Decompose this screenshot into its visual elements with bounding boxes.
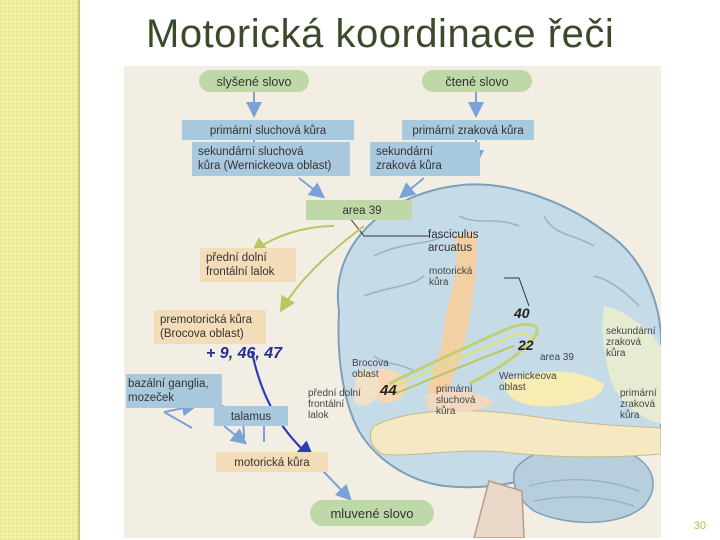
primary-visual-brain-label-1: primární (620, 388, 657, 399)
thalamus-label: talamus (231, 411, 272, 423)
motor-cortex-band (427, 231, 477, 397)
prefrontal-brain-label-2: frontální (308, 399, 344, 410)
fasciculus-label-2: arcuatus (428, 242, 472, 254)
premotor-box (154, 310, 266, 344)
primary-visual-label: primární zraková kůra (412, 125, 524, 137)
area39-label: area 39 (342, 205, 381, 217)
handwritten-40: 40 (513, 305, 530, 321)
secondary-visual-label-1: sekundární (376, 146, 434, 158)
brainstem (473, 480, 525, 538)
primary-auditory-region (424, 390, 494, 412)
basal-ganglia-label-2: mozeček (128, 392, 174, 404)
page-number: 30 (693, 520, 706, 532)
handwritten-22: 22 (517, 337, 534, 353)
motor-cortex-brain-label-2: kůra (429, 276, 449, 288)
premotor-label-1: premotorická kůra (160, 314, 253, 326)
primary-auditory-brain-label-1: primární (436, 384, 473, 395)
secondary-auditory-box (192, 142, 350, 176)
motor-cortex-label: motorická kůra (234, 457, 310, 469)
handwritten-arrow (250, 351, 316, 461)
primary-visual-brain-label-3: kůra (620, 409, 640, 421)
thalamus-box (214, 406, 288, 426)
broca-region (369, 368, 407, 403)
spoken-word-box (310, 500, 434, 526)
area39-to-prefrontal-arrow (250, 225, 335, 254)
area39-to-premotor-arrow (279, 225, 365, 313)
handwritten-areas: + 9, 46, 47 (206, 345, 283, 362)
fasciculus-pointer (504, 277, 530, 307)
secondary-auditory-label-2: kůra (Wernickeova oblast) (198, 160, 332, 172)
handwritten-44: 44 (379, 382, 397, 399)
wernicke-region (504, 371, 604, 407)
primary-auditory-label: primární sluchová kůra (210, 125, 327, 137)
heard-word-label: slyšené slovo (216, 75, 291, 89)
fasciculus-arcuatus-tract (388, 322, 539, 386)
broca-label-1: Brocova (352, 358, 389, 369)
primary-auditory-brain-label-3: kůra (436, 405, 456, 417)
speech-diagram: slyšené slovo čtené slovo primární sluch… (126, 70, 661, 538)
flow-boxes: slyšené slovo čtené slovo primární sluch… (126, 70, 534, 526)
prefrontal-brain-label-3: lalok (308, 410, 330, 421)
area39-brain-label: area 39 (540, 352, 574, 363)
brain-illustration (336, 183, 661, 538)
prefrontal-brain-label-1: přední dolní (308, 388, 361, 399)
primary-auditory-brain-label-2: sluchová (436, 395, 476, 406)
primary-visual-box (402, 120, 534, 140)
heard-word-box (199, 70, 309, 92)
broca-label-2: oblast (352, 369, 379, 380)
basal-ganglia-label-1: bazální ganglia, (128, 378, 209, 390)
secondary-visual-brain-label-1: sekundární (606, 326, 656, 337)
read-word-box (422, 70, 532, 92)
visual-cortex-region (602, 306, 661, 424)
fasciculus-label-1: fasciculus (428, 229, 479, 241)
prefrontal-label-1: přední dolní (206, 252, 268, 264)
motor-cortex-box (216, 452, 328, 472)
spoken-word-label: mluvené slovo (330, 506, 413, 521)
speech-diagram-figure: slyšené slovo čtené slovo primární sluch… (124, 66, 661, 538)
secondary-visual-label-2: zraková kůra (376, 160, 442, 172)
secondary-visual-brain-label-2: zraková (606, 337, 641, 348)
primary-auditory-box (182, 120, 354, 140)
decorative-side-stripe (0, 0, 80, 540)
prefrontal-label-2: frontální lalok (206, 266, 275, 278)
premotor-label-2: (Brocova oblast) (160, 328, 244, 340)
secondary-visual-brain-label-3: kůra (606, 347, 626, 359)
motor-cortex-brain-label-1: motorická (429, 266, 473, 277)
basal-ganglia-box (126, 374, 222, 408)
wernicke-label-2: oblast (499, 382, 526, 393)
area39-pointer (348, 216, 429, 237)
prefrontal-region (354, 369, 380, 406)
read-word-label: čtené slovo (445, 75, 508, 89)
primary-visual-brain-label-2: zraková (620, 399, 655, 410)
area39-box (306, 200, 412, 220)
secondary-auditory-label-1: sekundární sluchová (198, 146, 304, 158)
temporal-lobe (369, 410, 661, 458)
slide-title: Motorická koordinace řeči (146, 12, 615, 56)
wernicke-label-1: Wernickeova (499, 371, 557, 382)
prefrontal-box (200, 248, 296, 282)
secondary-visual-box (370, 142, 480, 176)
brain-labels: fasciculus arcuatus motorická kůra 40 22… (308, 229, 657, 421)
gyri-lines (363, 215, 650, 372)
cerebellum-folds (528, 479, 640, 507)
